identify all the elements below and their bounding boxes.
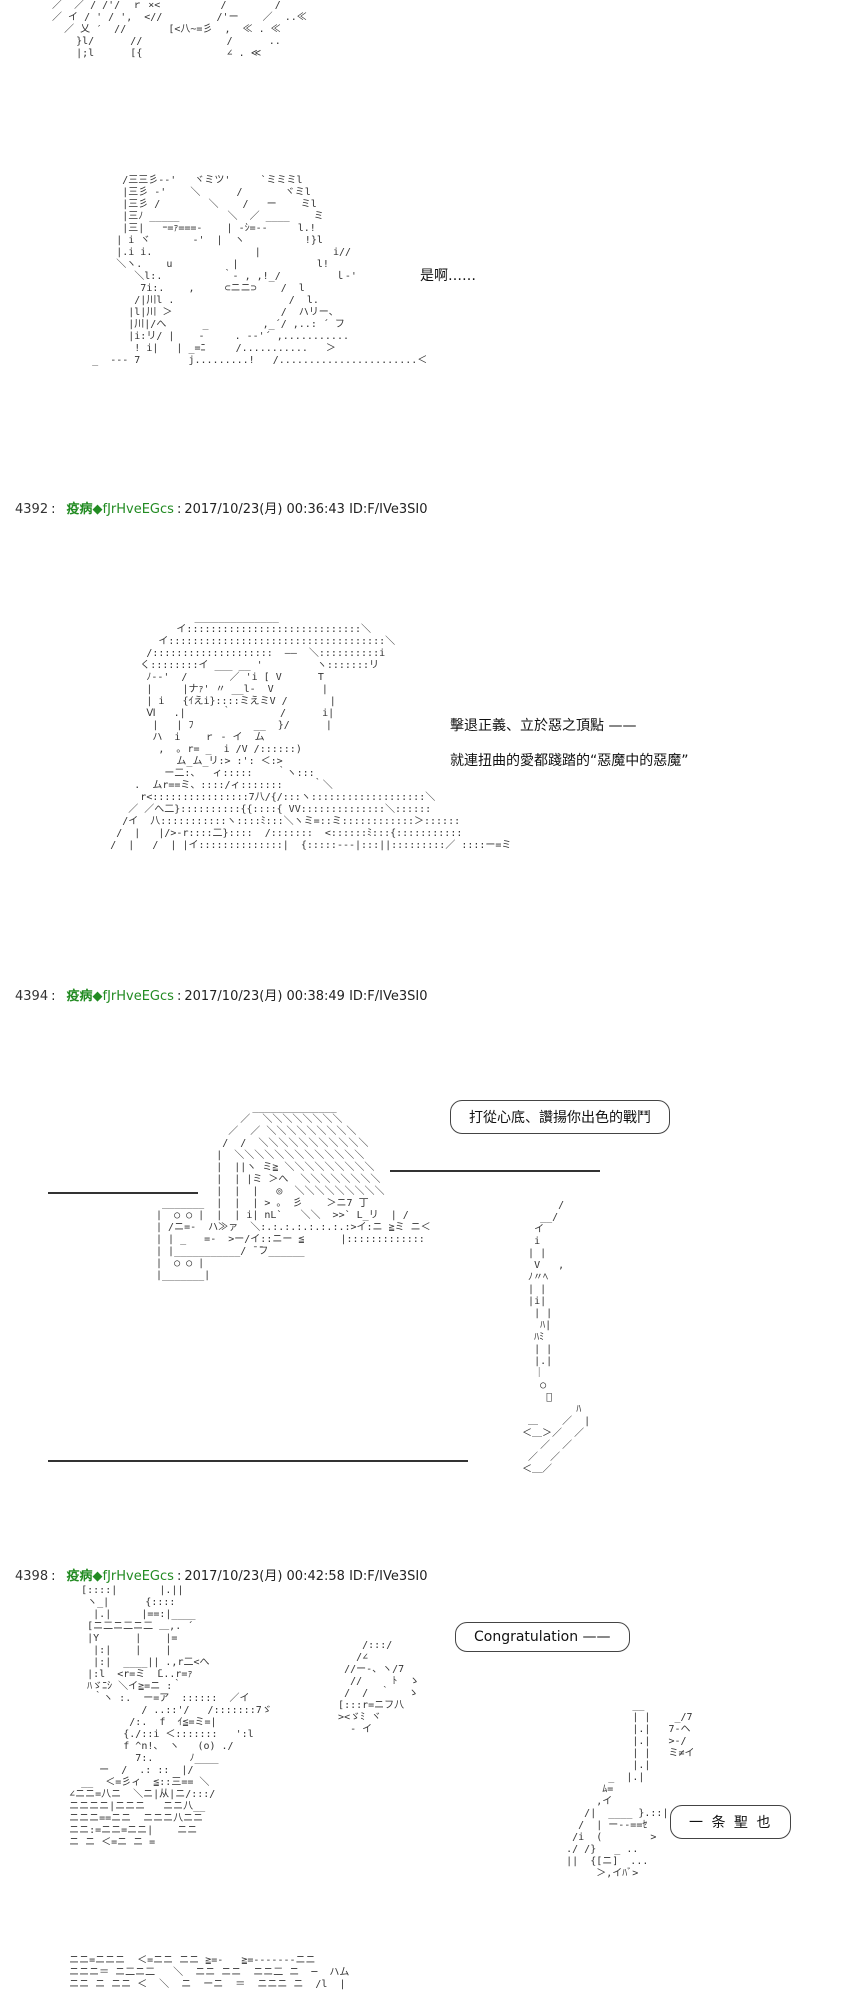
dialogue-line: 擊退正義、立於惡之頂點 ——: [450, 718, 637, 734]
poster-trip: ◆fJrHveEGcs: [92, 989, 174, 1004]
poster-name[interactable]: 疫病: [66, 989, 93, 1004]
post-id: ID:F/IVe3SI0: [349, 989, 428, 1004]
ascii-art-arm: ______________ ／ ＼＼＼＼＼＼＼＼ ／ ／ ＼＼＼＼＼＼＼＼＼ …: [156, 1102, 431, 1281]
post-id: ID:F/IVe3SI0: [349, 502, 428, 517]
divider-line: [48, 1192, 198, 1194]
post-id: ID:F/IVe3SI0: [349, 1569, 428, 1584]
ascii-art-knife: / __/ イ i | | V , ﾉ〃ﾍ | | |i| | | ﾊ| ﾊﾐ …: [522, 1200, 591, 1475]
ascii-art-figure: [::::| |.|| ヽ_| {:::: |.| |==:|____ [ニ二ニ…: [69, 1585, 272, 1848]
poster-trip: ◆fJrHveEGcs: [92, 502, 174, 517]
name-bubble: 一 条 聖 也: [670, 1805, 792, 1839]
post-date: 2017/10/23(月) 00:38:49: [184, 989, 345, 1004]
post-header: 4394:疫病◆fJrHveEGcs:2017/10/23(月) 00:38:4…: [15, 989, 428, 1004]
dialogue-line: 是啊……: [420, 268, 476, 284]
speech-bubble: 打從心底、讚揚你出色的戰鬥: [450, 1100, 670, 1134]
divider-line: [48, 1460, 468, 1462]
ascii-art-top: ／ ／ / /'/ ｒ ×< / / ／ イ / ' / ', <// /'ー …: [52, 0, 307, 59]
poster-name[interactable]: 疫病: [66, 1569, 93, 1584]
ascii-art-stairs: ニニ=ニニニ ＜=ニニ ニニ ≧=- ≧=‐‐‐‐‐‐‐ニニ ニニニ＝ ニ二ニ二…: [69, 1955, 350, 1990]
poster-name[interactable]: 疫病: [66, 502, 93, 517]
post-number: 4394: [15, 989, 49, 1004]
post-date: 2017/10/23(月) 00:42:58: [184, 1569, 345, 1584]
post-page: ／ ／ / /'/ ｒ ×< / / ／ イ / ' / ', <// /'ー …: [10, 0, 840, 2000]
post-number: 4398: [15, 1569, 49, 1584]
post-number: 4392: [15, 502, 49, 517]
ascii-art-face: ______________ イ::::::::::::::::::::::::…: [110, 612, 512, 851]
poster-trip: ◆fJrHveEGcs: [92, 1569, 174, 1584]
ascii-art-figure: __ | | _/7 |.| 7-ヘ |.| >-/ | | ミ≠イ |.| _…: [566, 1700, 695, 1879]
speech-bubble: Congratulation ——: [455, 1622, 630, 1652]
post-date: 2017/10/23(月) 00:36:43: [184, 502, 345, 517]
ascii-art-face: /三三彡-‐' ヾミツ' `ミミミl |三彡 -' ＼ / ヾミl |三彡 / …: [92, 175, 428, 366]
ascii-art-figure: /:::/ /∠ //ー-、ヽ/7 // ﾄ ゝ / / ｀ ゝ [:::r=ニ…: [338, 1640, 420, 1735]
dialogue-line: 就連扭曲的愛都踐踏的“惡魔中的惡魔”: [450, 753, 689, 769]
post-header: 4392:疫病◆fJrHveEGcs:2017/10/23(月) 00:36:4…: [15, 502, 428, 517]
post-header: 4398:疫病◆fJrHveEGcs:2017/10/23(月) 00:42:5…: [15, 1569, 428, 1584]
divider-line: [390, 1170, 600, 1172]
